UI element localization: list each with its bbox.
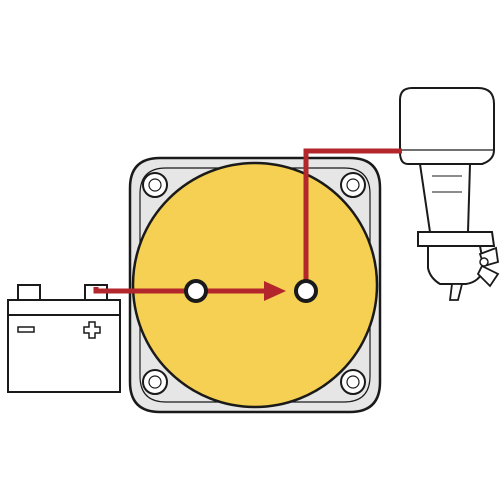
mounting-hole-bottom-right (340, 369, 366, 395)
mounting-hole-bottom-left (142, 369, 168, 395)
battery-negative-symbol (17, 326, 35, 333)
outboard-motor-icon (399, 87, 500, 301)
arrow-head (264, 281, 286, 301)
battery-positive-symbol (83, 321, 101, 339)
switch-terminal-2 (294, 279, 318, 303)
mounting-hole-top-right (340, 172, 366, 198)
wire-terminal-to-motor (303, 148, 402, 282)
switch-terminal-1 (184, 279, 208, 303)
wire-terminal-to-terminal (202, 281, 286, 301)
switch-dial (131, 161, 379, 409)
wire-battery-to-terminal (93, 287, 194, 294)
battery-icon (7, 284, 121, 393)
mounting-hole-top-left (142, 172, 168, 198)
